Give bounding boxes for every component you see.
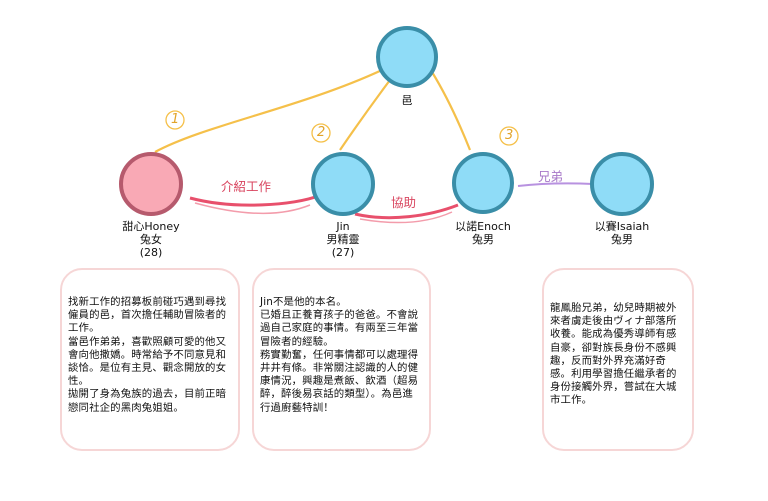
node-label-yi: 邑 bbox=[402, 94, 413, 107]
node-label-line: (27) bbox=[331, 246, 355, 259]
node-label-line: 兔男 bbox=[471, 233, 494, 246]
marker-circle-1 bbox=[165, 110, 185, 130]
card-paragraph: 拋開了身為兔族的過去，目前正暗戀同社企的黑肉兔姐姐。 bbox=[68, 388, 227, 414]
card-paragraph: 找新工作的招募板前碰巧遇到尋找僱員的邑，首次擔任輔助冒險者的工作。 bbox=[68, 296, 227, 335]
node-label-line: (28) bbox=[139, 246, 163, 259]
node-label-line: 兔男 bbox=[610, 233, 633, 246]
node-honey[interactable] bbox=[119, 152, 183, 216]
node-yi[interactable] bbox=[376, 26, 438, 88]
edge-yi-honey bbox=[154, 69, 383, 153]
node-enoch[interactable] bbox=[452, 152, 514, 214]
edge-assist-trail bbox=[359, 211, 453, 224]
node-label-line: 男精靈 bbox=[326, 233, 360, 246]
card-honey: 找新工作的招募板前碰巧遇到尋找僱員的邑，首次擔任輔助冒險者的工作。 當邑作弟弟，… bbox=[60, 268, 240, 451]
marker-circle-2 bbox=[311, 123, 331, 143]
node-label-line: 兔女 bbox=[139, 233, 162, 246]
edge-label-brothers: 兄弟 bbox=[538, 169, 564, 184]
edge-intro bbox=[189, 194, 319, 207]
card-paragraph: 當邑作弟弟，喜歡照顧可愛的他又會向他撒嬌。時常給予不同意見和談恰。是位有主見、觀… bbox=[68, 335, 227, 388]
node-label-line: 邑 bbox=[401, 94, 413, 107]
node-label-honey: 甜心Honey 兔女 (28) bbox=[122, 220, 179, 259]
card-paragraph: 龍鳳胎兄弟，幼兒時期被外來者虜走後由ヴィナ部落所收養。能成為優秀導師有感自豪，卻… bbox=[550, 302, 677, 407]
edge-yi-jin bbox=[339, 75, 394, 151]
node-label-line: 甜心Honey bbox=[122, 220, 180, 233]
card-paragraph: 務實勤奮，任何事情都可以處理得井井有條。非常關注認識的人的健康情況，興趣是煮飯、… bbox=[260, 348, 419, 414]
node-label-line: Jin bbox=[336, 220, 350, 233]
marker-1: 1 bbox=[171, 112, 180, 127]
node-label-jin: Jin 男精靈 (27) bbox=[327, 220, 360, 259]
card-isaiah: 龍鳳胎兄弟，幼兒時期被外來者虜走後由ヴィナ部落所收養。能成為優秀導師有感自豪，卻… bbox=[542, 268, 694, 451]
edge-brothers bbox=[517, 182, 594, 187]
node-label-isaiah: 以賽Isaiah 兔男 bbox=[595, 220, 649, 246]
card-paragraph: Jin不是他的本名。 bbox=[260, 296, 347, 308]
edge-label-intro: 介紹工作 bbox=[221, 179, 272, 194]
card-jin: Jin不是他的本名。 已婚且正養育孩子的爸爸。不會說過自己家庭的事情。有兩至三年… bbox=[252, 268, 431, 451]
edge-assist bbox=[354, 203, 459, 220]
node-label-enoch: 以諾Enoch 兔男 bbox=[455, 220, 511, 246]
card-paragraph: 已婚且正養育孩子的爸爸。不會說過自己家庭的事情。有兩至三年當冒險者的經驗。 bbox=[260, 309, 419, 348]
marker-3: 3 bbox=[505, 128, 514, 143]
node-label-line: 以諾Enoch bbox=[455, 220, 511, 233]
edge-label-assist: 協助 bbox=[391, 195, 417, 210]
edge-yi-enoch bbox=[431, 71, 472, 151]
marker-2: 2 bbox=[317, 125, 326, 140]
node-label-line: 以賽Isaiah bbox=[594, 220, 650, 233]
edge-intro-trail bbox=[194, 202, 311, 215]
node-isaiah[interactable] bbox=[590, 152, 654, 216]
node-jin[interactable] bbox=[311, 152, 375, 216]
marker-circle-3 bbox=[499, 126, 519, 146]
